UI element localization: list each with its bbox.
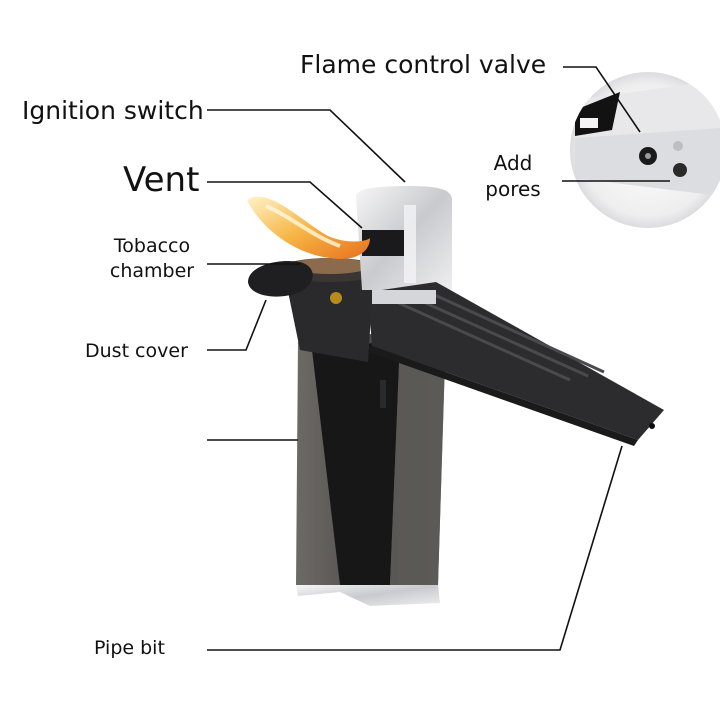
label-tobacco-chamber: Tobacco chamber	[102, 234, 202, 283]
pipe-stem	[368, 282, 664, 446]
label-add-pores-line1: Add	[493, 151, 533, 175]
label-vent: Vent	[123, 160, 200, 200]
label-dust-cover: Dust cover	[85, 340, 188, 362]
leader-pipe-bit	[207, 445, 623, 651]
label-pipe-bit: Pipe bit	[94, 637, 165, 659]
dust-cover	[248, 260, 313, 297]
label-tobacco-chamber-line2: chamber	[109, 259, 195, 282]
leader-flame-control	[563, 66, 641, 133]
label-add-pores-line2: pores	[485, 177, 541, 201]
ignition-top	[356, 186, 452, 290]
leader-lines	[207, 66, 670, 651]
label-add-pores: Add pores	[478, 150, 548, 202]
lighter-body	[296, 326, 446, 606]
label-ignition-switch: Ignition switch	[22, 96, 204, 125]
leader-dust-cover	[207, 299, 267, 351]
flame	[247, 196, 370, 260]
valve-closeup-inset	[570, 72, 720, 228]
leader-vent	[207, 181, 363, 229]
label-tobacco-chamber-line1: Tobacco	[113, 235, 191, 257]
label-flame-control-valve: Flame control valve	[300, 50, 547, 79]
leader-ignition-switch	[207, 109, 406, 183]
